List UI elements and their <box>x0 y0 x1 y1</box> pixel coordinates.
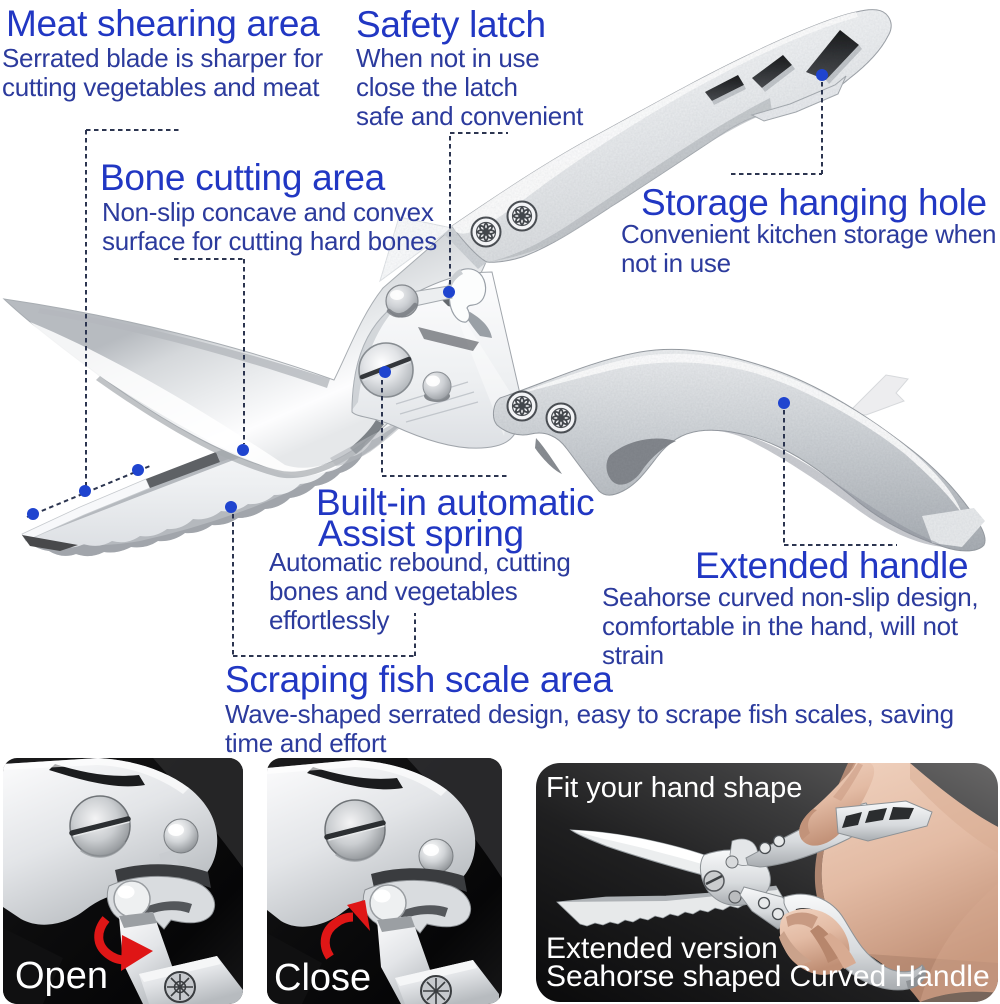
svg-text:Extended version: Extended version <box>546 932 778 965</box>
svg-text:Close: Close <box>274 957 371 999</box>
svg-text:Seahorse shaped Curved Handle: Seahorse shaped Curved Handle <box>546 960 990 993</box>
svg-text:Open: Open <box>15 955 108 997</box>
svg-text:Fit your hand shape: Fit your hand shape <box>546 772 802 804</box>
